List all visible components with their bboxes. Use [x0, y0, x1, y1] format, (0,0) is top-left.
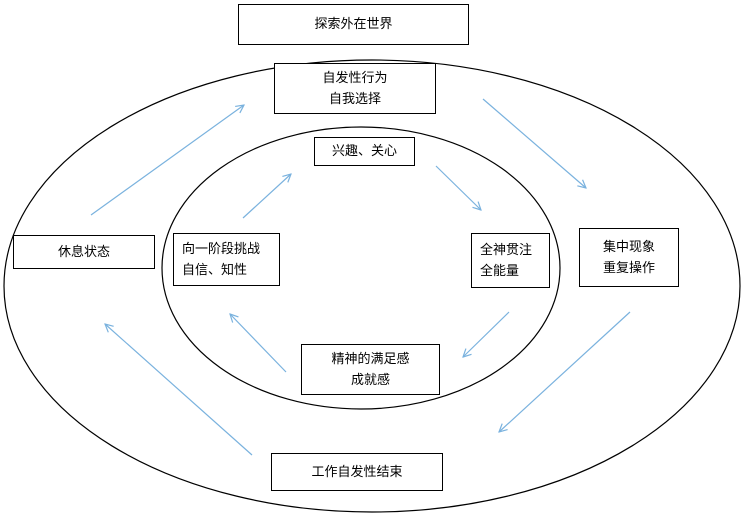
inner-left-line1: 向一阶段挑战	[182, 241, 261, 257]
outer-cycle-ellipse	[3, 59, 741, 513]
flow-arrow-inner-right-to-inner-bottom	[463, 311, 510, 357]
flow-arrow-inner-left-to-inner-top	[242, 174, 291, 219]
inner-top-box: 兴趣、关心	[314, 137, 415, 166]
outer-top-line2: 自我选择	[328, 91, 381, 107]
inner-bottom-line2: 成就感	[350, 372, 390, 388]
inner-bottom-line1: 精神的满足感	[331, 351, 410, 367]
arrow-layer	[90, 98, 631, 456]
inner-right-box: 全神贯注 全能量	[471, 233, 550, 288]
top-title-label: 探索外在世界	[314, 17, 393, 32]
flow-arrow-outer-bottom-to-outer-left	[105, 324, 253, 456]
flow-arrow-inner-top-to-inner-right	[435, 165, 481, 210]
top-title-box: 探索外在世界	[238, 4, 469, 45]
flow-arrow-outer-left-to-outer-top	[90, 105, 244, 216]
inner-top-label: 兴趣、关心	[331, 144, 397, 159]
outer-top-box: 自发性行为 自我选择	[274, 63, 436, 114]
outer-bottom-box: 工作自发性结束	[271, 453, 443, 491]
outer-top-line1: 自发性行为	[322, 70, 388, 86]
outer-bottom-label: 工作自发性结束	[311, 464, 403, 480]
inner-cycle-ellipse	[161, 126, 561, 410]
flow-arrow-outer-right-to-outer-bottom	[499, 311, 631, 432]
inner-right-line2: 全能量	[480, 263, 520, 279]
outer-right-box: 集中现象 重复操作	[579, 228, 679, 287]
outer-right-line1: 集中现象	[602, 239, 655, 255]
inner-left-line2: 自信、知性	[182, 262, 248, 278]
outer-right-line2: 重复操作	[602, 260, 655, 276]
outer-left-box: 休息状态	[13, 235, 155, 269]
inner-left-box: 向一阶段挑战 自信、知性	[173, 233, 280, 286]
outer-left-label: 休息状态	[57, 244, 110, 260]
flow-arrow-outer-top-to-outer-right	[482, 98, 586, 188]
inner-bottom-box: 精神的满足感 成就感	[301, 344, 440, 395]
inner-right-line1: 全神贯注	[480, 242, 533, 258]
flow-arrow-inner-bottom-to-inner-left	[230, 314, 287, 373]
